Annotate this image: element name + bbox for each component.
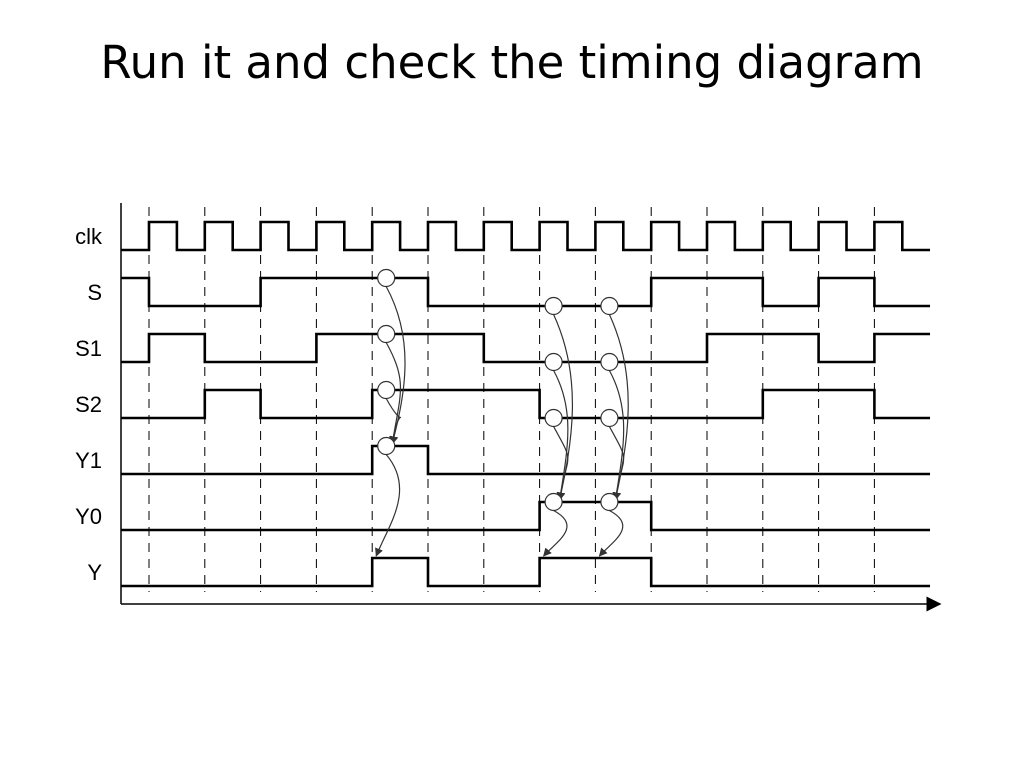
waveform-y0: [121, 500, 930, 532]
waveform-s2: [121, 388, 930, 420]
cause-marker: [377, 380, 396, 400]
cause-marker: [600, 352, 619, 372]
cause-arrow: [608, 370, 625, 501]
waveform-y: [121, 556, 930, 588]
grid-lines: [148, 207, 875, 592]
signal-label-s2: S2: [75, 392, 102, 417]
signal-label-y: Y: [87, 560, 102, 585]
waveform-s1: [121, 332, 930, 364]
cause-marker: [600, 408, 619, 428]
slide-title: Run it and check the timing diagram: [100, 36, 924, 89]
waveform-s: [121, 276, 930, 308]
cause-arrow: [608, 314, 629, 501]
cause-marker: [544, 492, 563, 512]
cause-marker: [544, 408, 563, 428]
cause-marker: [600, 296, 619, 316]
cause-arrow: [608, 426, 625, 501]
signal-label-y1: Y1: [75, 448, 102, 473]
cause-arrow: [385, 398, 402, 445]
cause-arrow: [553, 314, 573, 501]
cause-marker: [377, 436, 396, 456]
cause-marker: [600, 492, 619, 512]
signal-label-y0: Y0: [75, 504, 102, 529]
cause-arrow: [553, 370, 569, 501]
signal-label-clk: clk: [75, 224, 103, 249]
cause-marker: [377, 268, 396, 288]
signal-label-s: S: [87, 280, 102, 305]
signal-label-s1: S1: [75, 336, 102, 361]
cause-marker: [544, 296, 563, 316]
causality-annotations: [375, 268, 629, 557]
waveform-clk: [121, 220, 930, 252]
cause-marker: [377, 324, 396, 344]
cause-arrow: [385, 286, 406, 445]
cause-marker: [544, 352, 563, 372]
cause-arrow: [375, 454, 401, 557]
axes: [120, 203, 942, 612]
cause-arrow: [598, 509, 624, 557]
cause-arrow: [543, 509, 568, 557]
waveforms: [121, 220, 930, 588]
cause-arrow: [553, 426, 569, 501]
waveform-y1: [121, 444, 930, 476]
